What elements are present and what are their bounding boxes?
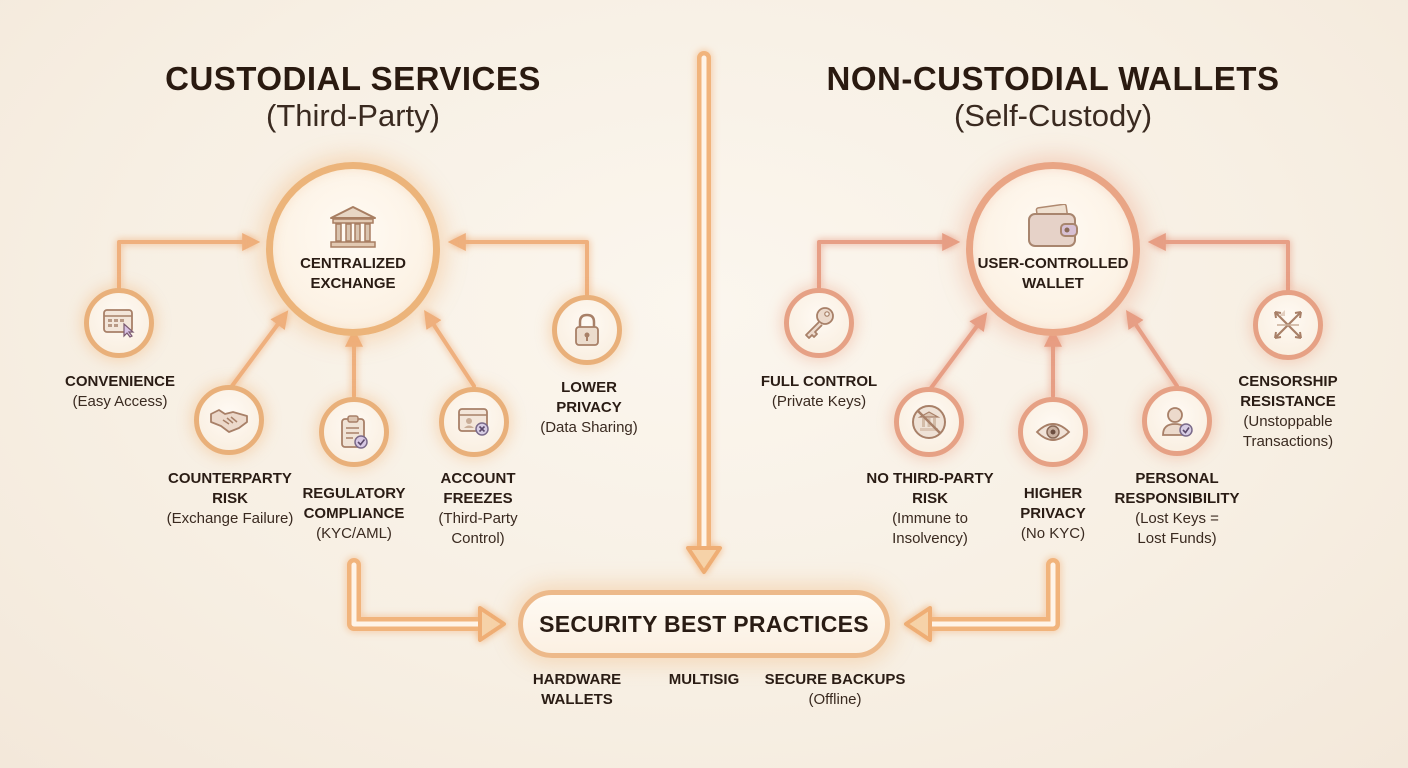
practice-multisig: MULTISIG: [668, 671, 740, 688]
higher-privacy-node: [1018, 397, 1088, 467]
exchange-label: CENTRALIZED EXCHANGE: [300, 255, 406, 292]
arrow-counterparty-to-exchange: [230, 310, 289, 388]
lower-privacy-caption: LOWER PRIVACY (Data Sharing): [540, 379, 638, 436]
custodial-subtitle: (Third-Party): [266, 98, 440, 133]
censorship-resistance-caption: CENSORSHIP RESISTANCE (Unstoppable Trans…: [1238, 373, 1338, 450]
regulatory-compliance-node: [319, 397, 389, 467]
user-check-icon: [1162, 407, 1193, 437]
full-control-caption: FULL CONTROL (Private Keys): [760, 373, 878, 410]
censorship-resistance-node: [1253, 290, 1323, 360]
account-blocked-icon: [458, 408, 489, 436]
lower-privacy-node: [552, 295, 622, 365]
full-control-node: [784, 288, 854, 358]
account-freezes-node: [439, 387, 509, 457]
higher-privacy-caption: HIGHER PRIVACY (No KYC): [1020, 485, 1086, 542]
centralized-exchange-hub: CENTRALIZED EXCHANGE: [266, 162, 440, 336]
convenience-caption: CONVENIENCE (Easy Access): [64, 373, 176, 410]
regulatory-compliance-caption: REGULATORY COMPLIANCE (KYC/AML): [302, 485, 406, 542]
personal-responsibility-caption: PERSONAL RESPONSIBILITY (Lost Keys = Los…: [1114, 470, 1240, 547]
custodial-title: CUSTODIAL SERVICES: [165, 60, 541, 97]
counterparty-risk-caption: COUNTERPARTY RISK (Exchange Failure): [166, 470, 294, 527]
clipboard-check-icon: [341, 415, 368, 449]
no-third-party-risk-node: [894, 387, 964, 457]
eye-icon: [1035, 423, 1071, 441]
no-third-party-risk-caption: NO THIRD-PARTY RISK (Immune to Insolvenc…: [866, 470, 994, 547]
wallet-icon: [1028, 204, 1078, 247]
arrow-convenience-to-exchange: [117, 233, 261, 290]
noncustodial-title: NON-CUSTODIAL WALLETS: [826, 60, 1280, 97]
arrow-control-to-wallet: [817, 233, 961, 290]
right-to-practices-arrow: [915, 558, 1060, 631]
wallet-label: USER-CONTROLLED WALLET: [977, 255, 1129, 292]
practice-secure-backups: SECURE BACKUPS (Offline): [764, 671, 906, 708]
convenience-node: [84, 288, 154, 358]
arrow-freezes-to-exchange: [424, 309, 476, 388]
personal-responsibility-node: [1142, 386, 1212, 456]
arrow-privacy-to-exchange: [447, 233, 589, 297]
noncustodial-subtitle: (Self-Custody): [953, 98, 1153, 133]
bank-icon: [330, 206, 376, 248]
counterparty-risk-node: [194, 385, 264, 455]
arrow-responsibility-to-wallet: [1125, 310, 1179, 388]
browser-pointer-icon: [103, 309, 135, 338]
user-controlled-wallet-hub: USER-CONTROLLED WALLET: [966, 162, 1140, 336]
arrow-censorship-to-wallet: [1147, 233, 1290, 292]
arrow-nothirdparty-to-wallet: [929, 312, 988, 390]
padlock-icon: [575, 313, 599, 346]
account-freezes-caption: ACCOUNT FREEZES (Third-Party Control): [438, 470, 518, 547]
security-best-practices-pill: SECURITY BEST PRACTICES: [518, 590, 890, 658]
practice-hardware-wallets: HARDWARE WALLETS: [532, 671, 622, 708]
left-to-practices-arrow: [347, 558, 495, 631]
crossed-arrows-icon: [1274, 310, 1302, 339]
key-icon: [805, 307, 834, 339]
handshake-icon: [210, 409, 248, 433]
no-bank-icon: [912, 405, 946, 439]
